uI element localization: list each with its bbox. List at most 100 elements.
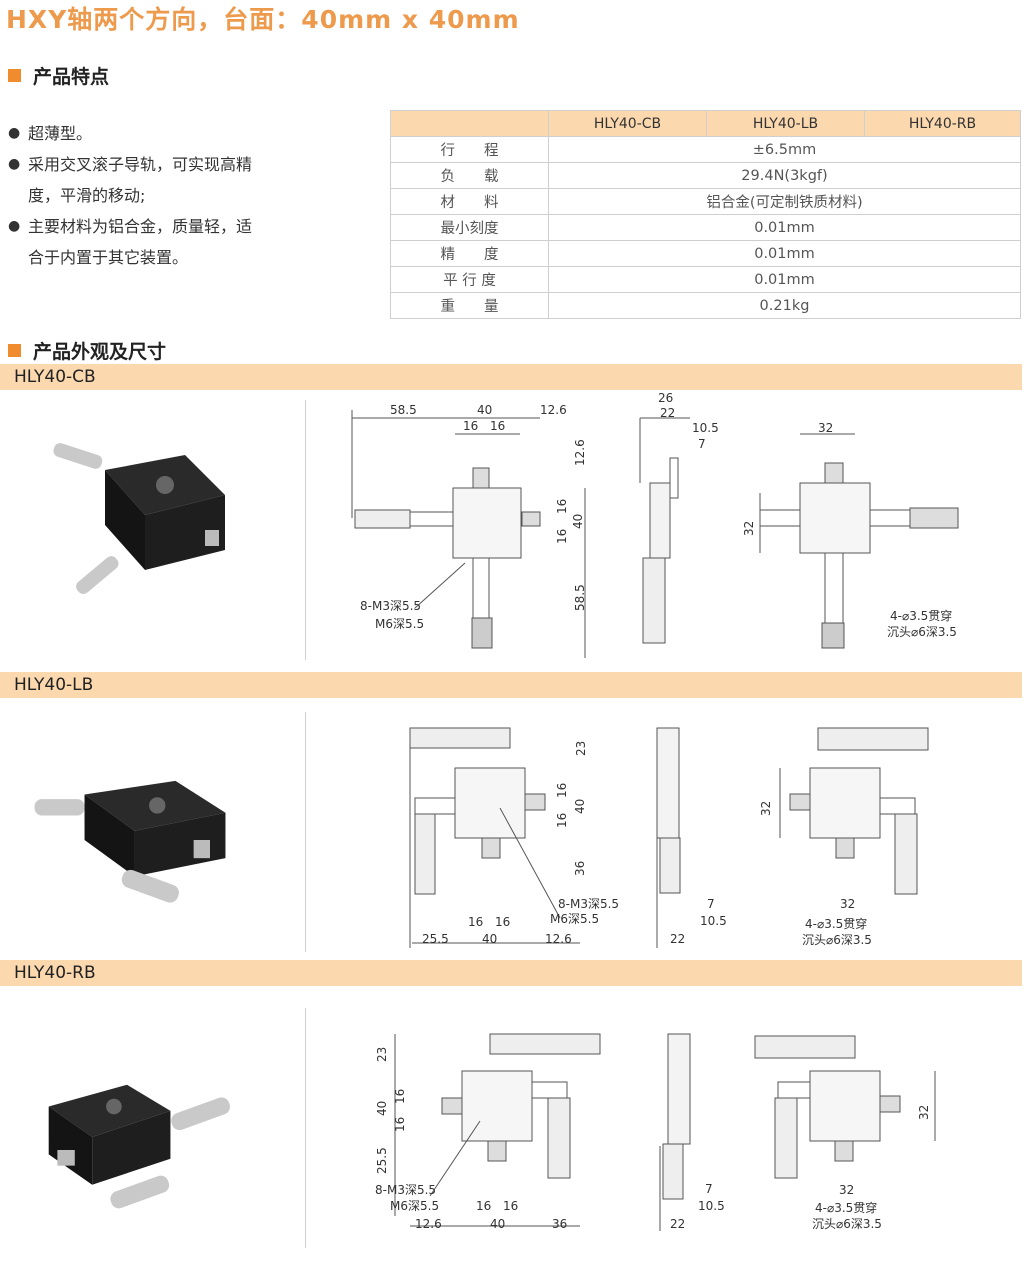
spec-label: 行 程 xyxy=(390,136,549,163)
dim-label: 25.5 xyxy=(375,1147,389,1174)
dim-label: 10.5 xyxy=(700,914,727,928)
spec-label: 重 量 xyxy=(390,292,549,319)
spec-row: 材 料铝合金(可定制铁质材料) xyxy=(390,188,1021,215)
dim-label: 32 xyxy=(759,801,773,816)
spec-label: 最小刻度 xyxy=(390,214,549,241)
drawing-lb: 23 16 16 40 36 8-M3深5.5 M6深5.5 16 16 25.… xyxy=(409,727,929,948)
dim-label: 10.5 xyxy=(692,421,719,435)
dim-label: 16 xyxy=(468,915,483,929)
dim-label: 16 xyxy=(490,419,505,433)
dim-label: 23 xyxy=(574,741,588,756)
feature-line: 合于内置于其它装置。 xyxy=(28,248,189,267)
dim-label: 8-M3深5.5 xyxy=(558,897,619,911)
dim-label: 58.5 xyxy=(390,403,417,417)
divider-line xyxy=(305,400,306,660)
product-photo-cb xyxy=(53,443,225,595)
dim-label: 58.5 xyxy=(573,584,587,611)
dim-label: 7 xyxy=(705,1182,713,1196)
square-bullet-icon xyxy=(8,69,21,82)
spec-label: 平 行 度 xyxy=(390,266,549,293)
spec-corner-cell xyxy=(390,110,549,137)
dim-label: 40 xyxy=(482,932,497,946)
dim-label: 40 xyxy=(375,1101,389,1116)
spec-label: 负 载 xyxy=(390,162,549,189)
dim-label: 16 xyxy=(555,813,569,828)
dim-label: 16 xyxy=(393,1089,407,1104)
dim-label: 40 xyxy=(490,1217,505,1231)
dim-label: 4-⌀3.5贯穿 xyxy=(815,1200,877,1215)
features-heading-text: 产品特点 xyxy=(33,66,110,88)
dim-label: 16 xyxy=(503,1199,518,1213)
dim-label: M6深5.5 xyxy=(375,617,424,631)
dim-label: 36 xyxy=(552,1217,567,1231)
product-photo-lb xyxy=(34,780,226,903)
spec-row: 行 程±6.5mm xyxy=(390,136,1021,163)
feature-item: ● 超薄型。 xyxy=(8,118,308,149)
dim-label: 22 xyxy=(670,932,685,946)
drawing-rb: 23 16 40 16 25.5 8-M3深5.5 M6深5.5 16 16 1… xyxy=(375,1033,936,1231)
feature-line: 度，平滑的移动; xyxy=(28,186,146,205)
drawing-cb: 58.5 40 12.6 16 16 12.6 16 16 40 58.5 8-… xyxy=(351,391,959,658)
feature-item: ● 采用交叉滚子导轨，可实现高精 度，平滑的移动; xyxy=(8,149,308,211)
spec-value: 29.4N(3kgf) xyxy=(548,162,1021,189)
dim-label: 32 xyxy=(818,421,833,435)
dim-label: 4-⌀3.5贯穿 xyxy=(805,916,867,931)
spec-header-row: HLY40-CB HLY40-LB HLY40-RB xyxy=(390,110,1021,137)
dim-label: 16 xyxy=(555,499,569,514)
dim-label: M6深5.5 xyxy=(390,1199,439,1213)
spec-table: HLY40-CB HLY40-LB HLY40-RB 行 程±6.5mm 负 载… xyxy=(390,110,1021,319)
dim-label: 7 xyxy=(698,437,706,451)
spec-label: 精 度 xyxy=(390,240,549,267)
spec-value: ±6.5mm xyxy=(548,136,1021,163)
dim-label: 4-⌀3.5贯穿 xyxy=(890,608,952,623)
appearance-heading-text: 产品外观及尺寸 xyxy=(33,341,167,363)
dim-label: 16 xyxy=(393,1117,407,1132)
dim-label: 7 xyxy=(707,897,715,911)
spec-value: 铝合金(可定制铁质材料) xyxy=(548,188,1021,215)
dim-label: 32 xyxy=(742,521,756,536)
dim-label: 16 xyxy=(555,529,569,544)
dim-label: 32 xyxy=(839,1183,854,1197)
spec-value: 0.01mm xyxy=(548,214,1021,241)
dim-label: 12.6 xyxy=(545,932,572,946)
appearance-heading: 产品外观及尺寸 xyxy=(8,337,166,364)
dim-label: 16 xyxy=(476,1199,491,1213)
dim-label: 32 xyxy=(917,1105,931,1120)
dim-label: 40 xyxy=(573,799,587,814)
feature-item: ● 主要材料为铝合金，质量轻，适 合于内置于其它装置。 xyxy=(8,211,308,273)
dim-label: 12.6 xyxy=(540,403,567,417)
bullet-icon: ● xyxy=(8,156,21,172)
bullet-icon: ● xyxy=(8,125,21,141)
divider-line xyxy=(305,712,306,952)
features-heading: 产品特点 xyxy=(8,62,109,89)
spec-col-header: HLY40-RB xyxy=(864,110,1021,137)
dim-label: M6深5.5 xyxy=(550,912,599,926)
feature-list: ● 超薄型。 ● 采用交叉滚子导轨，可实现高精 度，平滑的移动; ● 主要材料为… xyxy=(8,118,308,273)
spec-col-header: HLY40-LB xyxy=(706,110,865,137)
dim-label: 23 xyxy=(375,1047,389,1062)
dim-label: 40 xyxy=(571,514,585,529)
page-title: HXY轴两个方向，台面：40mm x 40mm xyxy=(6,5,520,34)
feature-line: 主要材料为铝合金，质量轻，适 xyxy=(28,217,253,236)
feature-line: 采用交叉滚子导轨，可实现高精 xyxy=(28,155,253,174)
spec-label: 材 料 xyxy=(390,188,549,215)
square-bullet-icon xyxy=(8,344,21,357)
dim-label: 16 xyxy=(555,783,569,798)
dim-label: 10.5 xyxy=(698,1199,725,1213)
dim-label: 12.6 xyxy=(415,1217,442,1231)
product-photo-rb xyxy=(48,1084,230,1209)
spec-value: 0.01mm xyxy=(548,266,1021,293)
spec-value: 0.01mm xyxy=(548,240,1021,267)
bullet-icon: ● xyxy=(8,218,21,234)
dim-label: 12.6 xyxy=(573,439,587,466)
model-band-cb: HLY40-CB xyxy=(0,364,1022,390)
dim-label: 沉头⌀6深3.5 xyxy=(887,625,957,639)
dim-label: 36 xyxy=(573,861,587,876)
feature-line: 超薄型。 xyxy=(28,124,93,143)
model-band-lb: HLY40-LB xyxy=(0,672,1022,698)
dim-label: 40 xyxy=(477,403,492,417)
